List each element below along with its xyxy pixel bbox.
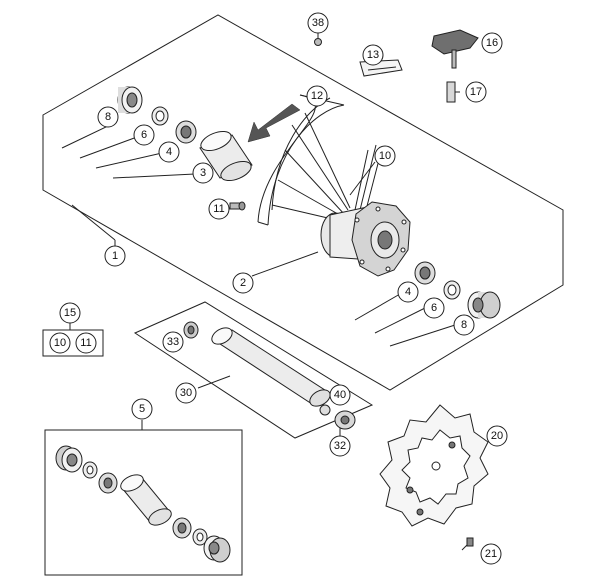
callout-15-label: 15 [64, 307, 76, 319]
kit-ring-right [192, 528, 208, 546]
callout-8-right-label: 8 [461, 319, 467, 331]
callout-13[interactable]: 13 [362, 44, 384, 66]
callout-10-spoke[interactable]: 10 [374, 145, 396, 167]
callout-8-right[interactable]: 8 [453, 314, 475, 336]
axle-nut-33 [183, 321, 199, 339]
callout-33-label: 33 [167, 336, 179, 348]
callout-10-group[interactable]: 10 [49, 332, 71, 354]
kit-bearing-left [98, 472, 118, 494]
callout-40[interactable]: 40 [329, 384, 351, 406]
bearing-right [414, 261, 436, 285]
callout-30-label: 30 [180, 387, 192, 399]
callout-38[interactable]: 38 [307, 12, 329, 34]
callout-6-right-label: 6 [431, 302, 437, 314]
callout-10-spoke-label: 10 [379, 150, 391, 162]
main-assembly-frame [42, 14, 564, 391]
kit-ring-left [82, 461, 98, 479]
brake-disc-20 [379, 404, 489, 527]
bearing-kit-frame [44, 429, 243, 576]
kit-bearing-right [172, 517, 192, 539]
callout-2-label: 2 [240, 277, 246, 289]
callout-8-left[interactable]: 8 [97, 106, 119, 128]
spacer-ring-right [443, 280, 461, 300]
distance-sleeve [199, 130, 253, 182]
callout-11-group-label: 11 [80, 337, 91, 349]
callout-12-label: 12 [311, 90, 323, 102]
callout-10-group-label: 10 [54, 337, 66, 349]
kit-seal-right [203, 535, 231, 563]
callout-20[interactable]: 20 [486, 425, 508, 447]
callout-1[interactable]: 1 [104, 245, 126, 267]
callout-6-right[interactable]: 6 [423, 297, 445, 319]
bearing-seal-left [117, 86, 143, 114]
callout-16[interactable]: 16 [481, 32, 503, 54]
callout-21[interactable]: 21 [480, 543, 502, 565]
callout-5-label: 5 [139, 403, 145, 415]
callout-11-screw-label: 11 [213, 203, 224, 215]
callout-12[interactable]: 12 [306, 85, 328, 107]
wheel-hub [320, 201, 411, 277]
axle-clamp-32 [334, 410, 356, 430]
callout-32-label: 32 [334, 440, 346, 452]
callout-4-left[interactable]: 4 [158, 141, 180, 163]
kit-seal-left [55, 445, 83, 473]
callout-4-right-label: 4 [405, 286, 411, 298]
callout-2[interactable]: 2 [232, 272, 254, 294]
rim-screw [229, 201, 246, 211]
axle-cap-40 [319, 404, 331, 416]
callout-11-screw[interactable]: 11 [208, 198, 230, 220]
callout-17-label: 17 [470, 86, 482, 98]
spokes [271, 112, 383, 223]
valve-nut-17 [446, 81, 456, 103]
callout-6-left-label: 6 [141, 129, 147, 141]
callout-8-left-label: 8 [105, 111, 111, 123]
wheel-rim [257, 94, 345, 226]
callout-40-label: 40 [334, 389, 346, 401]
kit-sleeve [120, 474, 172, 526]
callout-4-right[interactable]: 4 [397, 281, 419, 303]
tire-valve-16 [431, 29, 479, 69]
callout-32[interactable]: 32 [329, 435, 351, 457]
callout-20-label: 20 [491, 430, 503, 442]
callout-30[interactable]: 30 [175, 382, 197, 404]
spacer-ring-left [151, 106, 169, 126]
callout-13-label: 13 [367, 49, 379, 61]
callout-3[interactable]: 3 [192, 162, 214, 184]
callout-11-group[interactable]: 11 [75, 332, 97, 354]
callout-21-label: 21 [485, 548, 497, 560]
callout-15[interactable]: 15 [59, 302, 81, 324]
bearing-left [175, 120, 197, 144]
callout-6-left[interactable]: 6 [133, 124, 155, 146]
callout-33[interactable]: 33 [162, 331, 184, 353]
disc-screw-21 [466, 537, 474, 547]
callout-38-label: 38 [312, 17, 324, 29]
callout-16-label: 16 [486, 37, 498, 49]
callout-4-left-label: 4 [166, 146, 172, 158]
axle-30 [211, 327, 331, 407]
tiny-nut-38 [314, 38, 322, 46]
bearing-seal-right [467, 291, 501, 319]
callout-17[interactable]: 17 [465, 81, 487, 103]
callout-5[interactable]: 5 [131, 398, 153, 420]
direction-arrow [247, 103, 301, 143]
group-15-box [42, 329, 104, 357]
callout-3-label: 3 [200, 167, 206, 179]
axle-kit-frame [133, 301, 374, 439]
callout-1-label: 1 [112, 250, 118, 262]
